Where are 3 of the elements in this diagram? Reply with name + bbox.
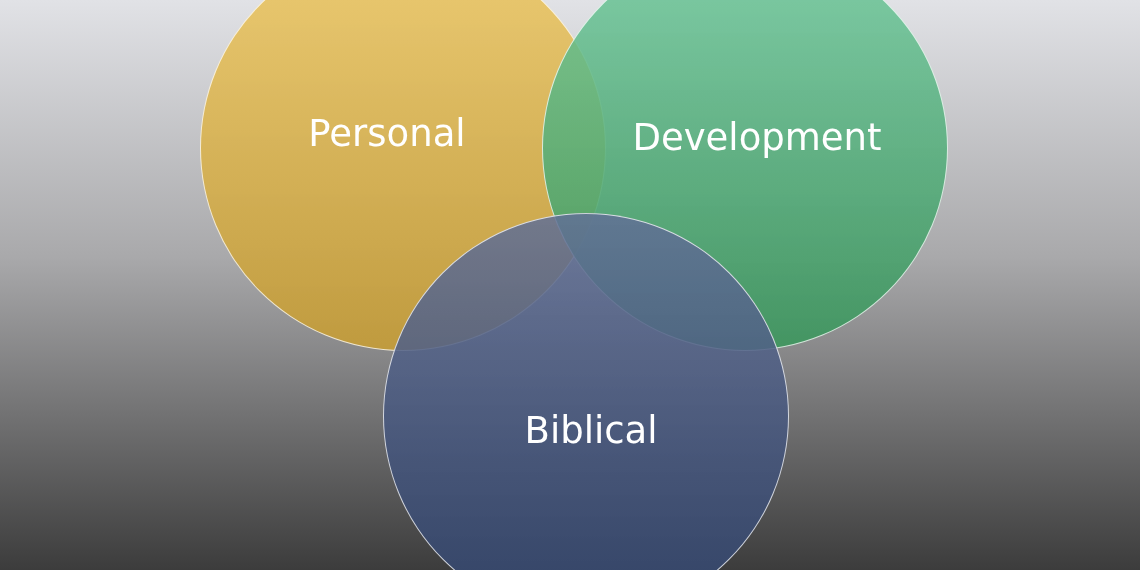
circle-label: Development (632, 117, 882, 159)
circle-label: Biblical (524, 410, 658, 452)
circle-label: Personal (308, 113, 466, 155)
